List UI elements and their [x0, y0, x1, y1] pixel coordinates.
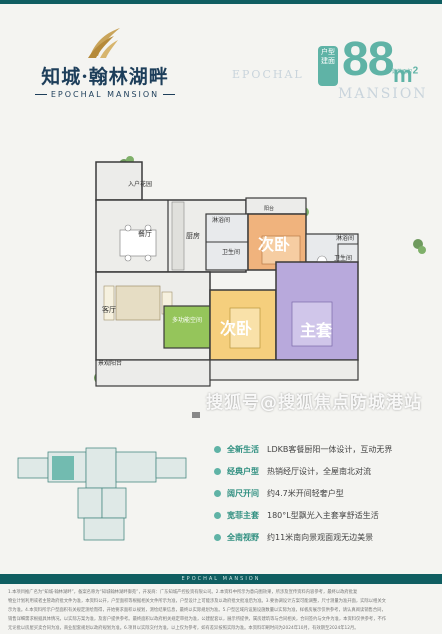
area-number: 88	[342, 33, 394, 86]
feature-item: 阔尺开间约4.7米开间轻奢户型	[214, 482, 434, 504]
footer-band-text: EPOCHAL MANSION	[181, 576, 261, 582]
room-label-laundry2: 淋浴间	[336, 234, 354, 242]
bullet-icon	[214, 511, 221, 519]
brand-name-cn: 知城·翰林湖畔	[41, 66, 169, 88]
bullet-icon	[214, 445, 221, 453]
room-label-bathroom2: 卫生间	[334, 254, 352, 262]
disclaimer-line: 销售详细需求根据具体情况，以实际方案为准，及客户提供参考。最终面积以政府相关规定…	[8, 617, 387, 622]
room-label-bedroom-top: 次卧	[258, 235, 290, 254]
bullet-icon	[214, 489, 221, 497]
room-label-entry-garden: 入户花园	[128, 180, 152, 188]
room-label-dining: 餐厅	[138, 229, 152, 238]
footer-band	[0, 574, 442, 584]
room-label-living: 客厅	[102, 305, 116, 314]
area-note: 建筑面积	[392, 69, 413, 75]
room-label-bathroom: 卫生间	[222, 248, 240, 256]
room-label-master: 主套	[300, 321, 333, 340]
room-label-multi: 多功能空间	[172, 316, 202, 324]
header: 知城·翰林湖畔 EPOCHAL MANSION EPOCHAL MANSION …	[0, 0, 442, 120]
floor-plan: 入户花园 餐厅 厨房 阳台 淋浴间 卫生间 次卧 卫生间 淋浴间 客厅 多功能空…	[0, 120, 442, 420]
brand-logo-icon	[88, 28, 120, 58]
disclaimer-line: 无论批以房屋买卖合同为准，商业配套规划以政府规划为准。6.项目以实际交付为准，以…	[8, 626, 359, 631]
room-label-laundry: 淋浴间	[212, 216, 230, 224]
header-watermark-bottom: MANSION	[338, 86, 428, 102]
bullet-icon	[214, 533, 221, 541]
room-label-kitchen: 厨房	[186, 231, 200, 240]
bullet-icon	[214, 467, 221, 475]
watermark-overlay: 搜狐号@搜狐焦点防城港站	[206, 393, 422, 413]
feature-item: 全南视野约11米南向景观面观无边美景	[214, 526, 434, 548]
top-accent-bar	[0, 0, 442, 4]
area-unit: m2	[393, 62, 419, 87]
room-label-balcony: 阳台	[264, 205, 274, 212]
disclaimer-line: 物业计划利用或者主管政府批文件为准，本资料公开，户型面积等根据相关文件所示为准，…	[8, 599, 386, 604]
header-watermark-top: EPOCHAL	[232, 68, 304, 81]
brand-name-en: EPOCHAL MANSION	[20, 90, 190, 99]
building-mini-plan	[17, 447, 187, 541]
disclaimer-line: 1.本项目推广名为“知城·翰林湖畔”，备案名称为“知城翰林湖畔御苑”，开发商：广…	[8, 590, 358, 595]
disclaimer-line: 示为准。4.本资料所示户型面积有关规定测绘而得，开始要求面积以规划，测绘结果信息…	[8, 608, 386, 613]
disclaimer: 1.本项目推广名为“知城·翰林湖畔”，备案名称为“知城翰林湖畔御苑”，开发商：广…	[8, 588, 434, 633]
room-label-bedroom-bottom: 次卧	[220, 319, 252, 338]
area-tag: 户型建面	[318, 46, 338, 86]
room-label-view-balcony: 景观阳台	[98, 359, 122, 367]
feature-item: 经典户型热销经厅设计，全屋南北对流	[214, 460, 434, 482]
